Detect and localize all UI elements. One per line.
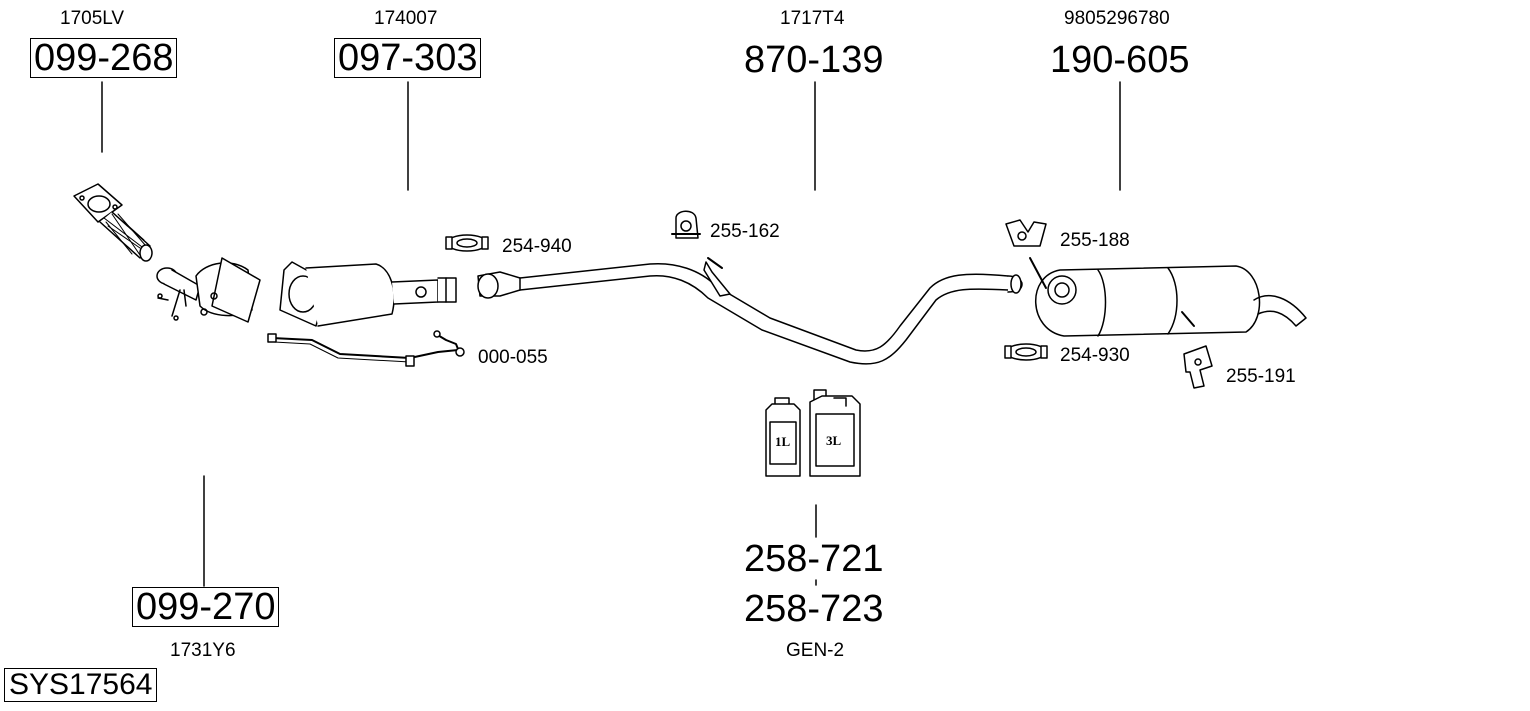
oe-ref-middle-pipe: 1717T4 bbox=[780, 8, 845, 29]
accessory-bracket-rear[interactable]: 255-191 bbox=[1226, 366, 1296, 387]
particle-filter-drawing bbox=[279, 261, 457, 327]
mount-middle-drawing bbox=[671, 210, 701, 239]
accessory-mount-rear[interactable]: 255-188 bbox=[1060, 230, 1130, 251]
catalyst-drawing bbox=[156, 257, 261, 323]
canister-small-label: 1L bbox=[775, 434, 791, 449]
canister-1l-drawing bbox=[765, 397, 801, 477]
system-code: SYS17564 bbox=[4, 668, 158, 702]
accessory-clamp-front[interactable]: 254-940 bbox=[502, 236, 572, 257]
canister-3l-drawing bbox=[809, 389, 861, 477]
sensor-drawing bbox=[267, 330, 465, 367]
oe-ref-rear-silencer: 9805296780 bbox=[1064, 8, 1170, 29]
accessory-mount-middle[interactable]: 255-162 bbox=[710, 221, 780, 242]
oe-ref-particle-filter: 174007 bbox=[374, 8, 438, 29]
rear-silencer-drawing bbox=[1029, 257, 1307, 337]
clamp-front-drawing bbox=[445, 234, 489, 252]
part-number-particle-filter[interactable]: 097-303 bbox=[334, 38, 482, 78]
bracket-rear-drawing bbox=[1183, 345, 1213, 389]
canister-large-label: 3L bbox=[826, 433, 842, 448]
mount-rear-drawing bbox=[1005, 219, 1047, 247]
part-number-middle-pipe[interactable]: 870-139 bbox=[744, 39, 884, 81]
oe-ref-catalyst: 1731Y6 bbox=[170, 640, 236, 661]
oe-ref-additive: GEN-2 bbox=[786, 640, 845, 661]
leader-lines bbox=[101, 81, 1121, 587]
accessory-clamp-rear[interactable]: 254-930 bbox=[1060, 345, 1130, 366]
part-number-front-pipe[interactable]: 099-268 bbox=[30, 38, 178, 78]
part-number-catalyst[interactable]: 099-270 bbox=[132, 587, 280, 627]
part-number-additive-1l[interactable]: 258-721 bbox=[744, 538, 884, 580]
front-pipe-drawing bbox=[73, 183, 153, 262]
middle-pipe-drawing bbox=[477, 257, 1023, 365]
part-number-additive-3l[interactable]: 258-723 bbox=[744, 588, 884, 630]
clamp-rear-drawing bbox=[1004, 343, 1048, 361]
oe-ref-front-pipe: 1705LV bbox=[60, 8, 125, 29]
accessory-sensor[interactable]: 000-055 bbox=[478, 347, 548, 368]
part-number-rear-silencer[interactable]: 190-605 bbox=[1050, 39, 1190, 81]
